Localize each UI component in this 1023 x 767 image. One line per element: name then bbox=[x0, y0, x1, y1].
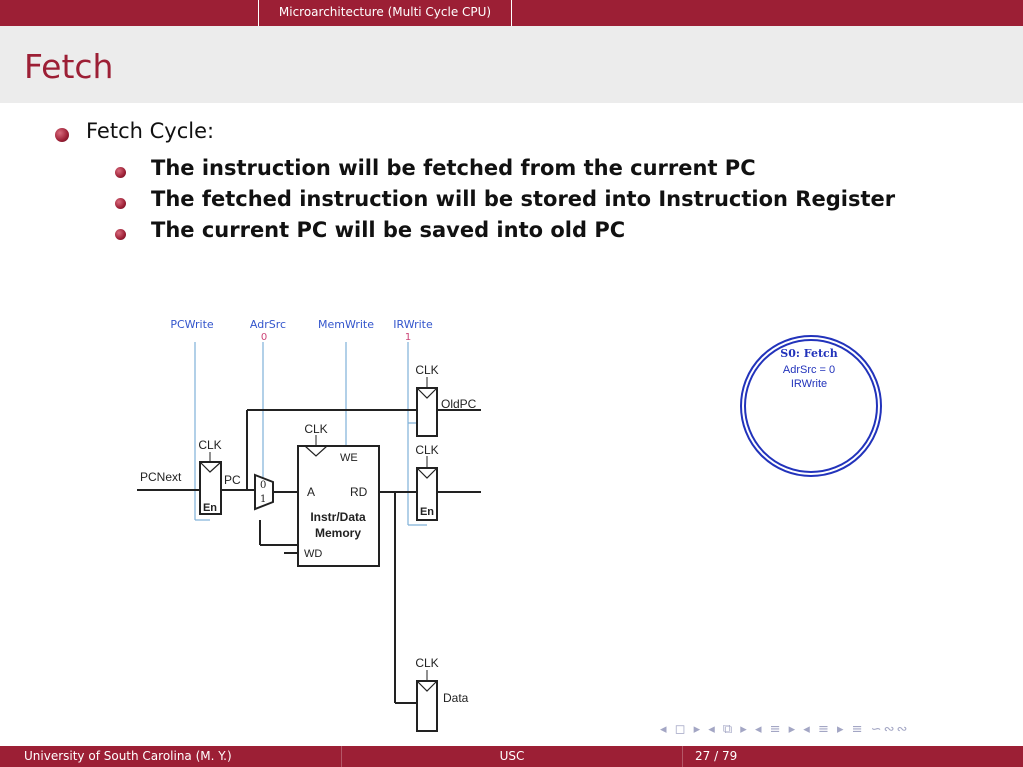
header-section[interactable]: Microarchitecture (Multi Cycle CPU) bbox=[258, 0, 512, 26]
memory-name-part1: Instr/ bbox=[310, 510, 340, 524]
header-bar: Microarchitecture (Multi Cycle CPU) bbox=[0, 0, 1023, 26]
clk-label: CLK bbox=[304, 422, 327, 436]
a-label: A bbox=[307, 485, 315, 499]
footer-page: 27 / 79 bbox=[682, 746, 1023, 767]
sub-bullet-3: The current PC will be saved into old PC bbox=[151, 218, 626, 242]
memory-name-part2: Data bbox=[340, 510, 366, 524]
title-bar bbox=[0, 26, 1023, 103]
frame-title: Fetch bbox=[24, 47, 114, 86]
en-label: En bbox=[420, 506, 434, 518]
sub-bullet-1: The instruction will be fetched from the… bbox=[151, 156, 756, 180]
footer-author: University of South Carolina (M. Y.) bbox=[24, 749, 232, 763]
mux-input-0: 0 bbox=[260, 480, 266, 491]
clk-ticks bbox=[209, 377, 428, 681]
en-label: En bbox=[203, 502, 217, 514]
beamer-navigation[interactable]: ◂ ◻ ▸ ◂ ⧉ ▸ ◂ ≡ ▸ ◂ ≡ ▸ ≡ ∽∾∾ bbox=[660, 722, 910, 737]
data-register: CLK Data bbox=[415, 656, 469, 732]
irwrite-label: IRWrite bbox=[393, 318, 433, 331]
clk-label: CLK bbox=[415, 363, 438, 377]
memwrite-label: MemWrite bbox=[318, 318, 374, 331]
pc-label: PC bbox=[224, 473, 241, 487]
svg-text:Instr/Data: Instr/Data bbox=[310, 510, 366, 524]
clk-label: CLK bbox=[198, 438, 221, 452]
bullet-icon bbox=[55, 128, 69, 142]
instr-data-memory: CLK WE A RD Instr/Data Memory WD bbox=[297, 422, 380, 567]
adrsrc-value: 0 bbox=[261, 332, 267, 343]
sub-bullet-2: The fetched instruction will be stored i… bbox=[151, 187, 896, 211]
oldpc-register: CLK OldPC bbox=[415, 363, 477, 437]
we-label: WE bbox=[340, 452, 358, 464]
pcnext-label: PCNext bbox=[140, 470, 182, 484]
datapath-diagram: PCWrite AdrSrc 0 MemWrite IRWrite 1 CLK … bbox=[137, 318, 882, 732]
fsm-line-adrsrc: AdrSrc = 0 bbox=[783, 364, 835, 376]
clk-label: CLK bbox=[415, 443, 438, 457]
pc-register: CLK En bbox=[198, 438, 222, 515]
irwrite-value: 1 bbox=[405, 332, 411, 343]
footer-institute: USC bbox=[341, 746, 682, 767]
instr-register: CLK En bbox=[415, 443, 439, 521]
sub-bullet-icon bbox=[115, 167, 126, 178]
adr-mux: 0 1 bbox=[254, 473, 274, 511]
rd-label: RD bbox=[350, 485, 368, 499]
adrsrc-label: AdrSrc bbox=[250, 318, 286, 331]
bullet-text: Fetch Cycle: bbox=[86, 119, 215, 143]
wd-label: WD bbox=[304, 548, 322, 560]
fsm-state-title: S0: Fetch bbox=[780, 347, 837, 360]
pcwrite-label: PCWrite bbox=[170, 318, 214, 331]
oldpc-label: OldPC bbox=[441, 397, 477, 411]
mux-input-1: 1 bbox=[260, 494, 266, 505]
data-label: Data bbox=[443, 691, 469, 705]
fsm-state-s0: S0: Fetch AdrSrc = 0 IRWrite bbox=[740, 335, 882, 477]
fsm-line-irwrite: IRWrite bbox=[791, 378, 827, 390]
footer-bar bbox=[0, 746, 1023, 767]
sub-bullet-icon bbox=[115, 229, 126, 240]
memory-name-line2: Memory bbox=[315, 526, 361, 540]
clk-label: CLK bbox=[415, 656, 438, 670]
sub-bullet-icon bbox=[115, 198, 126, 209]
datapath-wires bbox=[137, 409, 481, 704]
